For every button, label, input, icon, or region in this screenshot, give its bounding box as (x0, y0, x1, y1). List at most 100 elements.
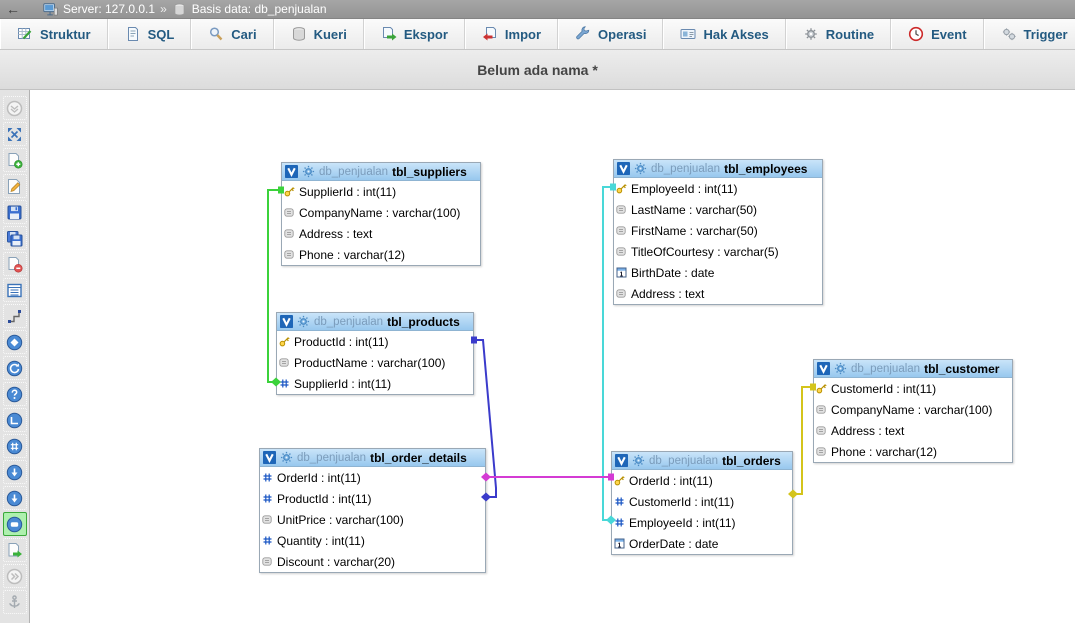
field-row[interactable]: CompanyName : varchar(100) (814, 399, 1012, 420)
designer-tool-reload[interactable] (2, 356, 27, 380)
back-arrow[interactable]: ← (6, 1, 20, 17)
table-name: tbl_orders (722, 453, 781, 468)
designer-tool-open-page[interactable] (2, 174, 27, 198)
tab-event[interactable]: Event (891, 19, 984, 49)
designer-tool-fullscreen[interactable] (2, 122, 27, 146)
tab-trigger[interactable]: Trigger (983, 19, 1075, 49)
field-row[interactable]: EmployeeId : int(11) (612, 512, 792, 533)
gear-icon[interactable] (834, 362, 847, 375)
field-row[interactable]: CompanyName : varchar(100) (282, 202, 480, 223)
field-row[interactable]: TitleOfCourtesy : varchar(5) (614, 241, 822, 262)
designer-tool-save-page[interactable] (2, 200, 27, 224)
tab-sql[interactable]: SQL (107, 19, 192, 49)
gear-icon[interactable] (280, 451, 293, 464)
field-row[interactable]: Phone : varchar(12) (814, 441, 1012, 462)
tab-operasi[interactable]: Operasi (558, 19, 664, 49)
field-row[interactable]: ProductId : int(11) (260, 488, 485, 509)
field-text: UnitPrice : varchar(100) (277, 512, 404, 527)
text-icon (616, 204, 627, 215)
designer-tool-hide-tables-list[interactable] (2, 96, 27, 120)
breadcrumb-database[interactable]: Basis data: db_penjualan (191, 2, 327, 16)
field-text: CustomerId : int(11) (629, 494, 735, 509)
select-rows-icon[interactable] (285, 165, 298, 178)
field-row[interactable]: OrderId : int(11) (612, 470, 792, 491)
field-row[interactable]: LastName : varchar(50) (614, 199, 822, 220)
field-row[interactable]: Address : text (814, 420, 1012, 441)
designer-tool-move-menu[interactable] (2, 564, 27, 588)
select-rows-icon[interactable] (617, 162, 630, 175)
field-row[interactable]: Address : text (282, 223, 480, 244)
hak-akses-icon (680, 26, 696, 42)
field-row[interactable]: OrderDate : date (612, 533, 792, 554)
field-row[interactable]: CustomerId : int(11) (612, 491, 792, 512)
field-row[interactable]: FirstName : varchar(50) (614, 220, 822, 241)
tab-impor[interactable]: Impor (464, 19, 559, 49)
designer-tool-toggle-relationship-lines[interactable] (2, 512, 27, 536)
tab-struktur[interactable]: Struktur (0, 19, 108, 49)
field-row[interactable]: UnitPrice : varchar(100) (260, 509, 485, 530)
gear-icon[interactable] (634, 162, 647, 175)
table-name: tbl_employees (724, 161, 808, 176)
trigger-icon (1001, 26, 1017, 42)
designer-tool-new-page[interactable] (2, 148, 27, 172)
move-menu-icon (6, 568, 23, 585)
tab-routine[interactable]: Routine (785, 19, 892, 49)
select-rows-icon[interactable] (280, 315, 293, 328)
text-icon (284, 228, 295, 239)
field-text: Address : text (631, 286, 705, 301)
key-icon (816, 383, 827, 394)
select-rows-icon[interactable] (817, 362, 830, 375)
designer-tool-delete-pages[interactable] (2, 252, 27, 276)
cari-icon (208, 26, 224, 42)
designer-tool-choose-column-to-display[interactable] (2, 330, 27, 354)
field-row[interactable]: Quantity : int(11) (260, 530, 485, 551)
designer-tool-save-page-as[interactable] (2, 226, 27, 250)
field-row[interactable]: BirthDate : date (614, 262, 822, 283)
designer-tool-toggle-small-big[interactable] (2, 486, 27, 510)
tab-kueri[interactable]: Kueri (273, 19, 364, 49)
designer-tool-help[interactable] (2, 382, 27, 406)
designer-tool-create-relationship[interactable] (2, 304, 27, 328)
table-name: tbl_customer (924, 361, 1000, 376)
designer-page-title-bar: Belum ada nama * (0, 50, 1075, 90)
field-row[interactable]: Address : text (614, 283, 822, 304)
select-rows-icon[interactable] (263, 451, 276, 464)
field-row[interactable]: SupplierId : int(11) (277, 373, 473, 394)
field-row[interactable]: SupplierId : int(11) (282, 181, 480, 202)
tab-ekspor[interactable]: Ekspor (363, 19, 465, 49)
designer-tool-pin-text[interactable] (2, 590, 27, 614)
field-row[interactable]: ProductId : int(11) (277, 331, 473, 352)
gear-icon[interactable] (297, 315, 310, 328)
designer-tool-angular-links[interactable] (2, 408, 27, 432)
field-row[interactable]: CustomerId : int(11) (814, 378, 1012, 399)
field-row[interactable]: OrderId : int(11) (260, 467, 485, 488)
field-row[interactable]: Phone : varchar(12) (282, 244, 480, 265)
field-row[interactable]: Discount : varchar(20) (260, 551, 485, 572)
breadcrumb-server[interactable]: Server: 127.0.0.1 (63, 2, 156, 16)
gear-icon[interactable] (302, 165, 315, 178)
field-text: ProductName : varchar(100) (294, 355, 446, 370)
designer-tool-create-table[interactable] (2, 278, 27, 302)
field-row[interactable]: EmployeeId : int(11) (614, 178, 822, 199)
tab-hak-akses[interactable]: Hak Akses (663, 19, 786, 49)
gear-icon[interactable] (632, 454, 645, 467)
designer-tool-export-schema[interactable] (2, 538, 27, 562)
field-row[interactable]: ProductName : varchar(100) (277, 352, 473, 373)
designer-tool-snap-to-grid[interactable] (2, 434, 27, 458)
select-rows-icon[interactable] (615, 454, 628, 467)
designer-tool-small-big-all[interactable] (2, 460, 27, 484)
tab-cari[interactable]: Cari (191, 19, 274, 49)
